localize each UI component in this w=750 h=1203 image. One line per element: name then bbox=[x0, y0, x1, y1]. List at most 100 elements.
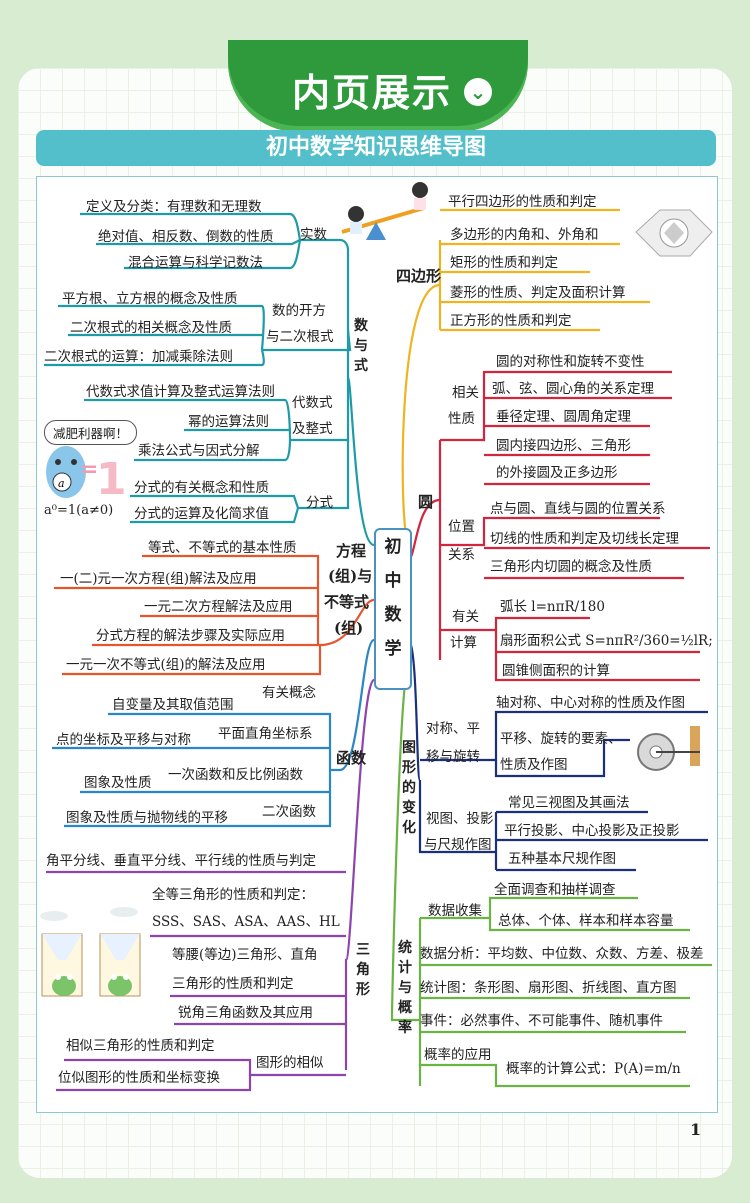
snowman-mascot-icon: a = 1 bbox=[46, 446, 127, 505]
leaf-alg-2: 幂的运算法则 bbox=[188, 414, 269, 430]
leaf-tri-7: 相似三角形的性质和判定 bbox=[66, 1038, 215, 1054]
leaf-tri-5: 三角形的性质和判定 bbox=[172, 976, 294, 992]
leaf-quad-5: 正方形的性质和判定 bbox=[450, 313, 572, 329]
probability-formula: 概率的计算公式：P(A)=m/n bbox=[506, 1061, 681, 1077]
leaf-tri-8: 位似图形的性质和坐标变换 bbox=[58, 1070, 220, 1086]
title-char: 图 bbox=[402, 740, 416, 756]
node-alg-2: 及整式 bbox=[292, 421, 333, 437]
node-roots-1: 数的开方 bbox=[272, 303, 326, 319]
leaf-func-4: 图象及性质与抛物线的平移 bbox=[66, 810, 228, 826]
leaf-quad-2: 多边形的内角和、外角和 bbox=[450, 227, 599, 243]
seesaw-children-icon bbox=[341, 182, 428, 240]
frog-figures-icon bbox=[40, 907, 141, 997]
title-char: 与 bbox=[398, 980, 412, 996]
leaf-circle-7: 切线的性质和判定及切线长定理 bbox=[490, 531, 679, 547]
leaf-real-2: 绝对值、相反数、倒数的性质 bbox=[98, 229, 274, 245]
header-title: 内页展示 bbox=[291, 71, 452, 115]
root-char: 初 bbox=[384, 537, 402, 557]
mindmap-root: 初 中 数 学 bbox=[374, 528, 412, 690]
leaf-circle-4: 圆内接四边形、三角形 bbox=[496, 438, 631, 454]
leaf-alg-1: 代数式求值计算及整式运算法则 bbox=[86, 384, 275, 400]
node-alg-1: 代数式 bbox=[292, 395, 333, 411]
leaf-view-2: 平行投影、中心投影及正投影 bbox=[504, 823, 680, 839]
leaf-eq-4: 分式方程的解法步骤及实际应用 bbox=[96, 628, 285, 644]
leaf-analysis: 数据分析：平均数、中位数、众数、方差、极差 bbox=[420, 946, 704, 962]
leaf-circle-5: 的外接圆及正多边形 bbox=[496, 465, 618, 481]
svg-text:=: = bbox=[80, 457, 98, 482]
title-char: 变 bbox=[402, 800, 416, 816]
arc-length-formula: 弧长 l=nπR/180 bbox=[500, 599, 605, 615]
leaf-tri-1: 角平分线、垂直平分线、平行线的性质与判定 bbox=[46, 853, 316, 869]
leaf-view-3: 五种基本尺规作图 bbox=[508, 851, 616, 867]
title-char: 的 bbox=[402, 780, 416, 796]
branch-title-quad: 四边形 bbox=[396, 267, 442, 285]
leaf-func-3: 图象及性质 bbox=[84, 775, 152, 791]
title-char: 式 bbox=[354, 358, 368, 374]
root-char: 数 bbox=[384, 605, 402, 625]
wheel-axle-icon bbox=[637, 726, 700, 771]
leaf-tri-4: 等腰(等边)三角形、直角 bbox=[172, 947, 318, 963]
sector-area-formula: 扇形面积公式 S=nπR²/360=½lR; bbox=[500, 633, 713, 649]
node-func-4: 二次函数 bbox=[262, 804, 316, 820]
node-real-numbers: 实数 bbox=[300, 227, 327, 243]
root-char: 中 bbox=[384, 571, 402, 591]
title-char: 概 bbox=[398, 1000, 412, 1016]
node-circle-pos-1: 位置 bbox=[448, 519, 475, 535]
node-view-1: 视图、投影 bbox=[426, 811, 494, 827]
title-char: 率 bbox=[398, 1020, 412, 1036]
node-sym-1: 对称、平 bbox=[426, 721, 480, 737]
node-roots-2: 与二次根式 bbox=[266, 329, 334, 345]
leaf-eq-2: 一(二)元一次方程(组)解法及应用 bbox=[60, 571, 257, 587]
leaf-sym-3: 性质及作图 bbox=[500, 757, 568, 773]
leaf-root-2: 二次根式的相关概念及性质 bbox=[70, 320, 232, 336]
leaf-circle-3: 垂径定理、圆周角定理 bbox=[496, 409, 631, 425]
leaf-collect-2: 总体、个体、样本和样本容量 bbox=[498, 913, 674, 929]
leaf-charts: 统计图：条形图、扇形图、折线图、直方图 bbox=[420, 980, 677, 996]
title-char: 计 bbox=[398, 960, 412, 976]
title-char: 形 bbox=[356, 982, 370, 998]
leaf-tri-3: SSS、SAS、ASA、AAS、HL bbox=[152, 914, 340, 930]
title-char: 化 bbox=[402, 820, 416, 836]
leaf-tri-6: 锐角三角函数及其应用 bbox=[178, 1005, 313, 1021]
title-char: 三 bbox=[356, 942, 370, 958]
node-circle-rel-1: 相关 bbox=[452, 385, 479, 401]
branch-title-triangles: 三 角 形 bbox=[354, 940, 372, 1000]
title-char: 统 bbox=[398, 940, 412, 956]
branch-title-numbers: 数 与 式 bbox=[352, 316, 370, 376]
leaf-circle-cone: 圆锥侧面积的计算 bbox=[502, 663, 610, 679]
leaf-quad-3: 矩形的性质和判定 bbox=[450, 255, 558, 271]
leaf-eq-1: 等式、不等式的基本性质 bbox=[148, 540, 297, 556]
leaf-events: 事件：必然事件、不可能事件、随机事件 bbox=[420, 1013, 663, 1029]
node-similarity: 图形的相似 bbox=[256, 1055, 324, 1071]
branch-title-functions: 函数 bbox=[336, 749, 367, 767]
leaf-frac-2: 分式的运算及化简求值 bbox=[134, 506, 269, 522]
leaf-alg-3: 乘法公式与因式分解 bbox=[138, 443, 260, 459]
node-circle-calc-1: 有关 bbox=[452, 609, 479, 625]
leaf-frac-1: 分式的有关概念和性质 bbox=[134, 480, 269, 496]
leaf-circle-1: 圆的对称性和旋转不变性 bbox=[496, 354, 645, 370]
node-func-2: 平面直角坐标系 bbox=[218, 726, 313, 742]
title-char: 角 bbox=[356, 962, 370, 978]
leaf-root-3: 二次根式的运算：加减乘除法则 bbox=[44, 349, 233, 365]
node-circle-calc-2: 计算 bbox=[450, 635, 477, 651]
node-probability: 概率的应用 bbox=[424, 1047, 492, 1063]
leaf-eq-5: 一元一次不等式(组)的解法及应用 bbox=[66, 657, 266, 673]
branch-title-stats: 统 计 与 概 率 bbox=[396, 938, 414, 1038]
node-func-1: 有关概念 bbox=[262, 685, 316, 701]
leaf-eq-3: 一元二次方程解法及应用 bbox=[144, 599, 293, 615]
node-circle-pos-2: 关系 bbox=[448, 547, 475, 563]
branch-title-eq-1: 方程 bbox=[336, 542, 367, 560]
banner-title: 初中数学知识思维导图 bbox=[36, 130, 716, 166]
zero-exponent-formula: a⁰=1(a≠0) bbox=[44, 503, 114, 518]
leaf-quad-1: 平行四边形的性质和判定 bbox=[448, 194, 597, 210]
leaf-real-1: 定义及分类：有理数和无理数 bbox=[86, 199, 262, 215]
chevron-down-icon[interactable]: ⌄ bbox=[464, 78, 492, 106]
svg-text:1: 1 bbox=[96, 454, 127, 505]
leaf-func-1: 自变量及其取值范围 bbox=[112, 697, 234, 713]
branch-title-eq-4: (组) bbox=[334, 619, 364, 637]
leaf-circle-8: 三角形内切圆的概念及性质 bbox=[490, 559, 652, 575]
branch-title-eq-2: (组)与 bbox=[328, 567, 373, 585]
leaf-sym-2: 平移、旋转的要素、 bbox=[500, 731, 622, 747]
polygon-tile-icon bbox=[635, 209, 713, 257]
